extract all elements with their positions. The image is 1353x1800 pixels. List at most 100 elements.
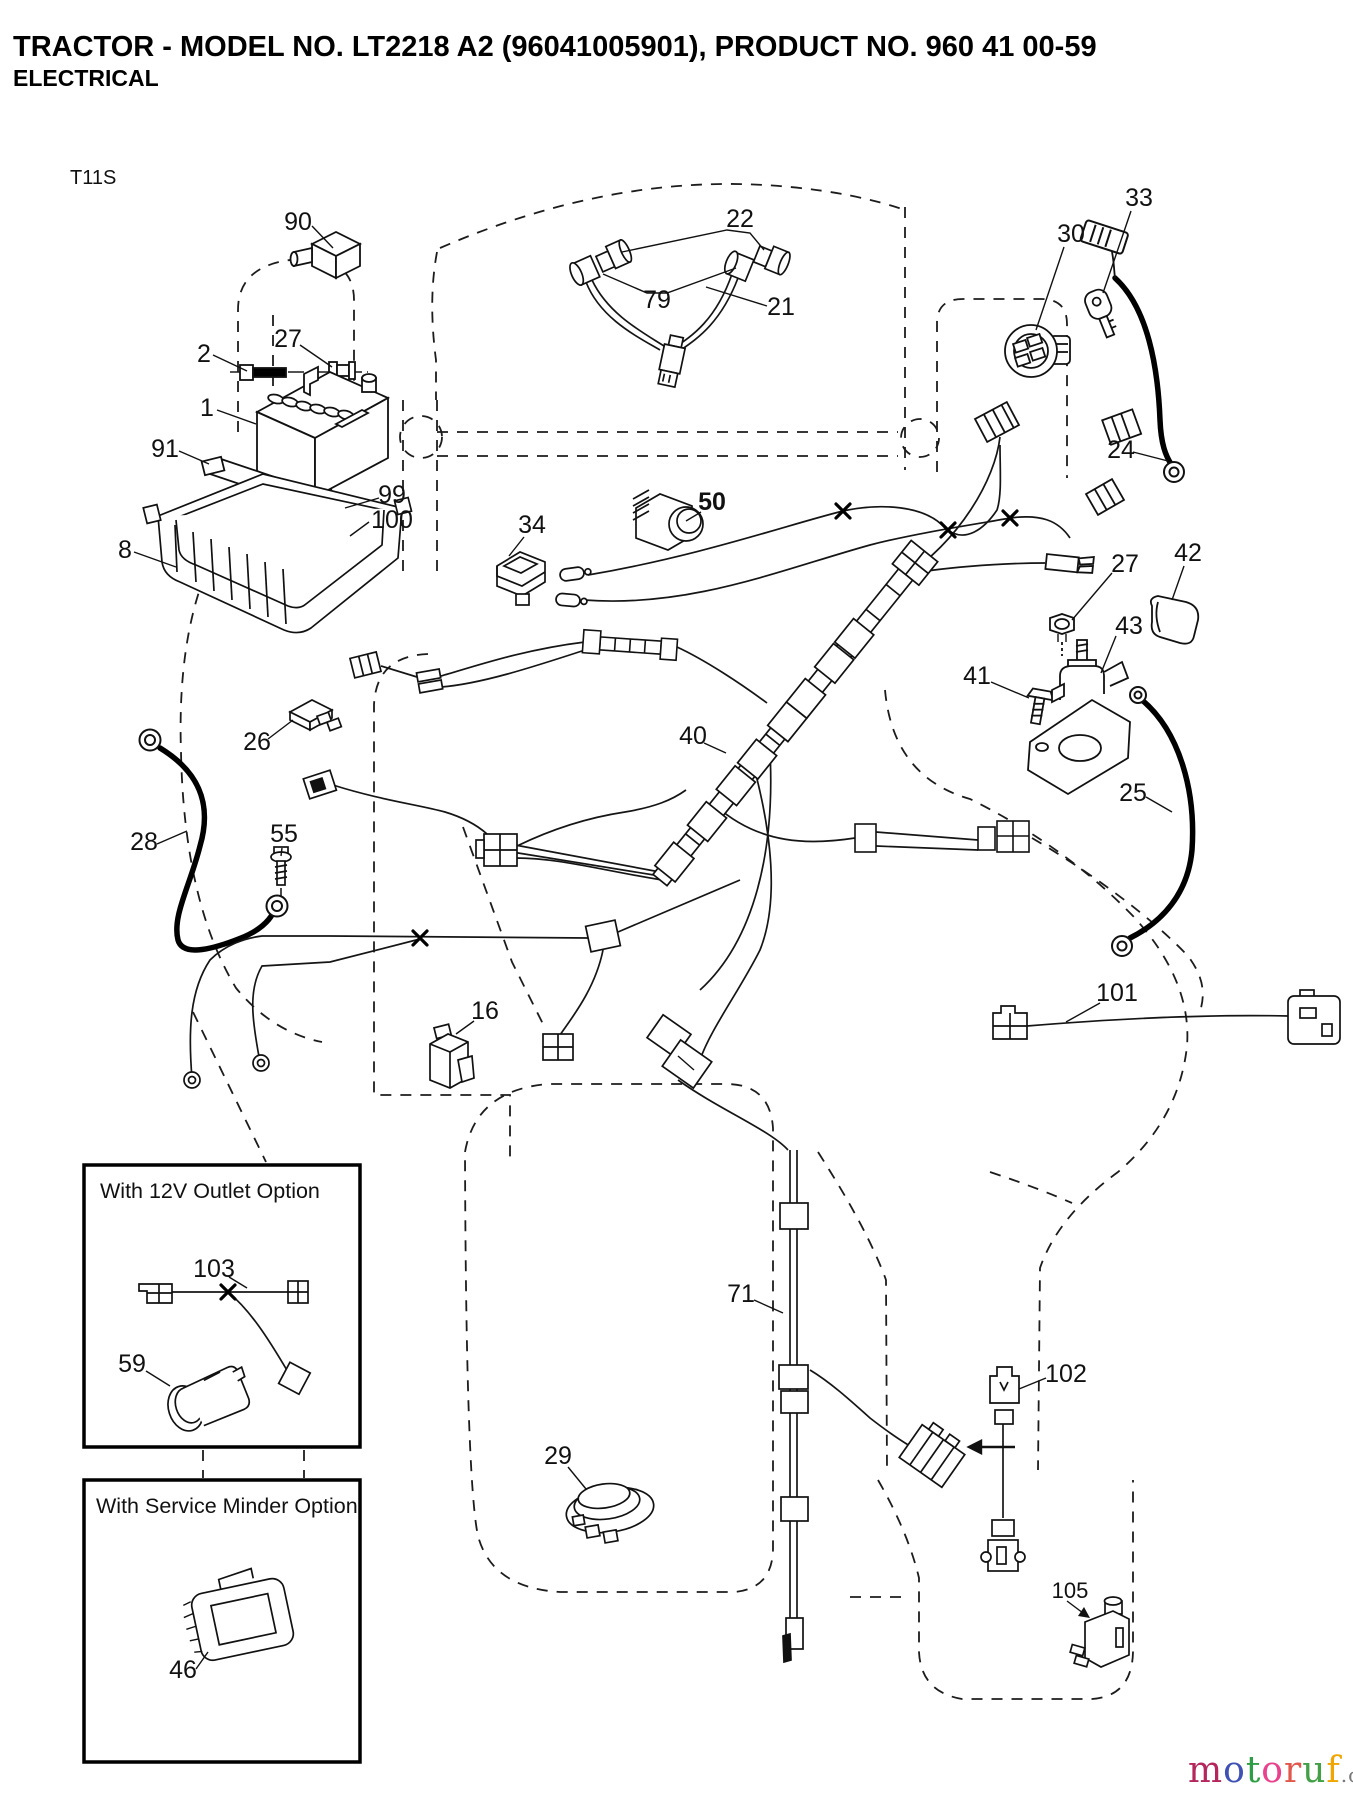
callout-33: 33 [1125,184,1153,212]
callout-102: 102 [1045,1360,1087,1388]
relay-105 [1069,1596,1130,1668]
ring-terminal-b [252,1054,270,1072]
service-minder-46 [183,1567,295,1662]
nut-27b [1049,613,1075,656]
connector-16-mate [542,1033,574,1061]
hour-meter-29 [565,1482,655,1544]
branch-connector-bottom [898,1421,966,1489]
page-title: TRACTOR - MODEL NO. LT2218 A2 (960410059… [13,31,1097,63]
mid-connector [475,833,518,867]
screw-41 [1026,687,1055,726]
callout-105: 105 [1052,1578,1089,1603]
callout-55: 55 [270,820,298,848]
harness-clip [715,764,757,807]
ring-terminal-28-bottom [265,894,289,918]
callout-34: 34 [518,511,546,539]
cable-24 [1112,275,1174,467]
interlock-switch-16 [429,1023,475,1089]
battery-bolt-2 [239,364,287,381]
battery-1 [254,365,391,499]
ring-terminal-28-top [138,728,162,752]
callout-leaders [133,210,1185,1670]
ring-terminal-24 [1163,461,1185,483]
jumper-101 [992,989,1341,1045]
battery-cables [157,275,1196,953]
headlight-connector-21 [657,334,687,389]
switch-34 [496,551,546,606]
ring-terminals [138,219,1185,957]
jumper-101-right-connector [1287,989,1341,1045]
wire-24-stub [1111,251,1116,279]
ring-terminal-25-bottom [1111,935,1133,957]
ring-terminal-25-top [1129,686,1147,704]
ignition-area [973,288,1200,796]
small-connector-left [302,769,338,800]
ignition-key-33 [1084,288,1117,339]
connector-102-bottom [980,1539,1026,1572]
option-box-parts [138,1054,312,1662]
harness-103-right-connector [287,1280,309,1304]
callout-99: 99 [378,481,406,509]
callout-71: 71 [727,1280,755,1308]
headlight-socket-right [723,250,756,283]
wire-71-bottom-connector [782,1617,804,1664]
callout-2: 2 [197,340,211,368]
switch-50 [632,489,704,551]
bullet-terminal-1 [559,566,592,582]
option-boxes [82,1163,362,1764]
service-minder-box [82,1478,362,1764]
harness-103-branch-connector [277,1361,312,1396]
callout-27a: 27 [274,325,302,353]
chain-102 [966,1366,1130,1668]
dash-tube [581,628,679,662]
insert-arrow-102 [966,1439,1015,1455]
callout-41: 41 [963,662,991,690]
outlet-59 [167,1365,251,1432]
battery-box-8 [142,473,413,634]
diagram-ref: T11S [70,167,116,189]
harness-clip [736,738,778,781]
headlight-bulb-right [752,244,791,276]
callout-24: 24 [1107,436,1135,464]
callout-50: 50 [698,488,726,516]
callout-103: 103 [193,1255,235,1283]
outlet-option-box [82,1163,362,1449]
callout-21: 21 [767,293,795,321]
harness-clip [813,642,855,685]
harness-wires [172,273,1289,1618]
mid-parts [270,489,713,1090]
four-pin-connector [996,820,1030,853]
watermark: motoruf.de [1188,1750,1353,1791]
cable-28 [157,745,276,953]
callout-28: 28 [130,828,158,856]
callout-40: 40 [679,722,707,750]
hold-down-hook [303,365,319,397]
callout-labels: T11S 90 2 27 1 91 99 100 8 22 79 21 30 3… [70,167,1202,1684]
boot-42 [1149,595,1200,645]
callout-100: 100 [371,506,413,534]
callout-79: 79 [643,286,671,314]
harness-clip [686,800,728,843]
battery-terminal [361,373,377,393]
cable-25 [1127,697,1196,941]
fuse-26 [288,699,343,732]
main-harness-40 [651,539,939,887]
wire-71-group [565,1202,966,1664]
harness-clip [785,677,827,720]
outlet-option-label: With 12V Outlet Option [100,1179,320,1203]
spade-terminal-w3 [1044,553,1095,574]
callout-90: 90 [284,208,312,236]
connector-block-b [1084,477,1126,517]
solenoid-43 [1027,639,1131,796]
tractor-outline-dashes [179,183,1204,1700]
callout-1: 1 [200,394,214,422]
service-minder-label: With Service Minder Option [96,1494,358,1518]
harness-71-top-connectors [645,1013,713,1090]
callout-26: 26 [243,728,271,756]
headlight-bulb-left [594,238,633,274]
callout-30: 30 [1057,220,1085,248]
harness-end-connector [891,539,939,587]
callout-22: 22 [726,205,754,233]
